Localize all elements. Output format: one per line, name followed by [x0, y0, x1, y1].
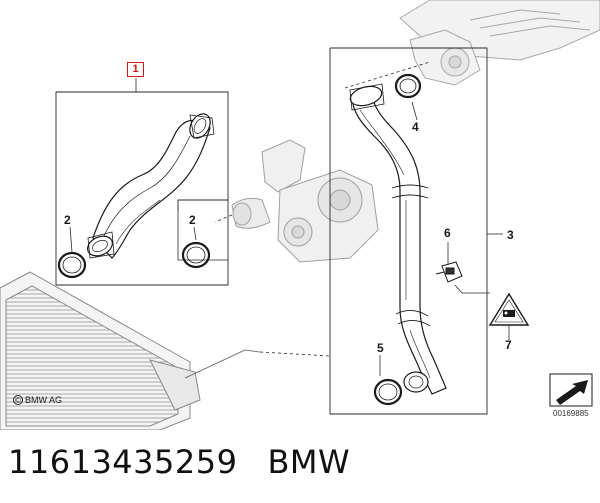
charge-air-pipe-1: [87, 113, 215, 259]
o-ring-4: [394, 73, 422, 99]
callout-4: 4: [412, 120, 419, 134]
intercooler: [0, 271, 261, 430]
callout-2-right: 2: [189, 213, 196, 227]
caption: 11613435259 BMW: [8, 443, 350, 481]
part-number: 11613435259: [8, 443, 238, 481]
charge-air-pipe-3: [349, 83, 447, 395]
callout-6: 6: [444, 226, 451, 240]
o-ring-2-right: [181, 241, 211, 269]
o-ring-5: [373, 378, 403, 406]
copyright-icon: ©: [13, 395, 23, 405]
turbocharger-background: [231, 139, 379, 263]
engine-block-background: [399, 0, 600, 86]
o-ring-2-left: [57, 251, 87, 279]
sensor-6: [435, 261, 463, 283]
callout-2-left: 2: [64, 213, 71, 227]
callout-1-highlighted: 1: [127, 62, 144, 77]
brand-name: BMW: [267, 443, 351, 481]
warning-label-7: [488, 292, 530, 326]
callout-7: 7: [505, 338, 512, 352]
orientation-symbol: [549, 373, 593, 407]
callout-5: 5: [377, 341, 384, 355]
callout-3: 3: [507, 228, 514, 242]
drawing-number: 00169885: [553, 409, 589, 418]
copyright-notice: ©BMW AG: [13, 395, 62, 405]
leader-lines: [69, 61, 510, 376]
exploded-view-drawing: [0, 0, 600, 430]
assembly-frames: [55, 47, 488, 415]
copyright-text: BMW AG: [25, 395, 63, 405]
